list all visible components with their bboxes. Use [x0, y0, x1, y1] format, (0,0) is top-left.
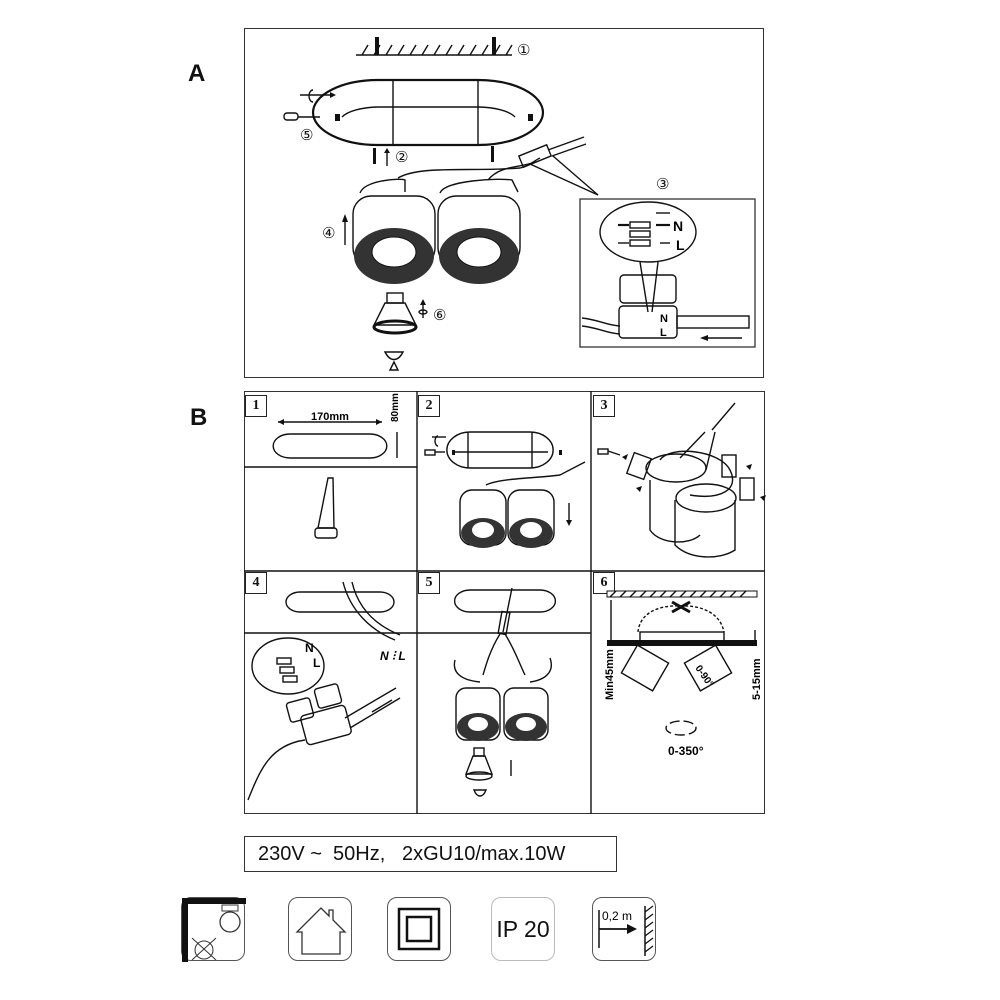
screw-icon — [335, 114, 340, 121]
figure-b-frame — [244, 391, 765, 814]
section-label-a: A — [188, 60, 206, 87]
step-3-drawing — [597, 402, 766, 558]
screw-icon — [491, 146, 494, 162]
callout-1: ① — [517, 41, 530, 59]
bubble-label-l: L — [313, 656, 320, 670]
callout-3: ③ — [656, 175, 669, 193]
step-4-drawing — [247, 581, 401, 801]
ceiling-thickness-label: 5-15mm — [751, 658, 763, 700]
electrical-spec: 230V ~ 50Hz, 2xGU10/max.10W — [244, 836, 617, 872]
step-6-drawing — [606, 590, 758, 736]
suction-cup-tool-icon — [383, 351, 405, 371]
rotate-install-icon — [418, 299, 428, 318]
up-arrow-icon — [342, 214, 348, 245]
wall-plug-icon — [375, 37, 379, 55]
terminal-block-icon — [618, 212, 670, 247]
step-number-6: 6 — [593, 572, 615, 594]
min-depth-label: Min45mm — [604, 649, 616, 700]
ip-rating-symbol: IP 20 — [491, 897, 555, 961]
wiring-detail-box — [579, 198, 756, 348]
wire-labels: N ⫶ L — [380, 649, 406, 663]
spotlight-head-left — [352, 178, 436, 284]
junction-l: L — [660, 327, 667, 339]
terminal-label-n: N — [673, 218, 683, 234]
wall-plug-icon — [492, 37, 496, 55]
step-number-5: 5 — [418, 572, 440, 594]
left-arrow-icon — [700, 335, 742, 341]
power-cable — [397, 136, 599, 196]
class-ii-double-insulation-symbol — [387, 897, 451, 961]
ip-rating-label: IP 20 — [496, 916, 550, 942]
min-distance-label: 0,2 m — [602, 909, 632, 923]
callout-4: ④ — [322, 224, 335, 242]
saw-icon — [314, 477, 338, 539]
up-down-arrow-icon — [384, 148, 390, 166]
ceiling-hatch — [356, 37, 513, 56]
indoor-use-symbol — [288, 897, 352, 961]
tilt-range-label: 0-90° — [693, 663, 716, 689]
junction-n: N — [660, 313, 668, 325]
terminal-zoom-bubble — [599, 201, 697, 263]
rotation-range-label: 0-350° — [668, 744, 704, 758]
step-number-4: 4 — [245, 572, 267, 594]
step-5-drawing — [453, 587, 557, 797]
no-covering-symbol — [181, 897, 246, 962]
gu10-bulb-icon — [372, 292, 418, 335]
bubble-label-n: N — [305, 641, 314, 655]
house-icon — [295, 907, 347, 955]
callout-5: ⑤ — [300, 126, 313, 144]
mounting-ring — [311, 78, 545, 147]
step-number-1: 1 — [245, 395, 267, 417]
section-label-b: B — [190, 404, 208, 431]
screwdriver-icon — [283, 112, 320, 121]
step-number-2: 2 — [418, 395, 440, 417]
spotlight-head-right — [437, 178, 521, 284]
step-number-3: 3 — [593, 395, 615, 417]
dimension-height: 80mm — [390, 393, 401, 422]
step-1-template-oval — [272, 419, 398, 459]
callout-2: ② — [395, 148, 408, 166]
step-2-drawing — [424, 431, 586, 548]
terminal-label-l: L — [676, 237, 685, 253]
dimension-width: 170mm — [311, 411, 349, 423]
screw-icon — [528, 114, 533, 121]
screw-icon — [373, 148, 376, 164]
terminal-cover — [619, 274, 677, 304]
rotate-arrow-icon — [300, 89, 336, 103]
callout-6: ⑥ — [433, 306, 446, 324]
min-distance-symbol: 0,2 m — [592, 897, 656, 961]
